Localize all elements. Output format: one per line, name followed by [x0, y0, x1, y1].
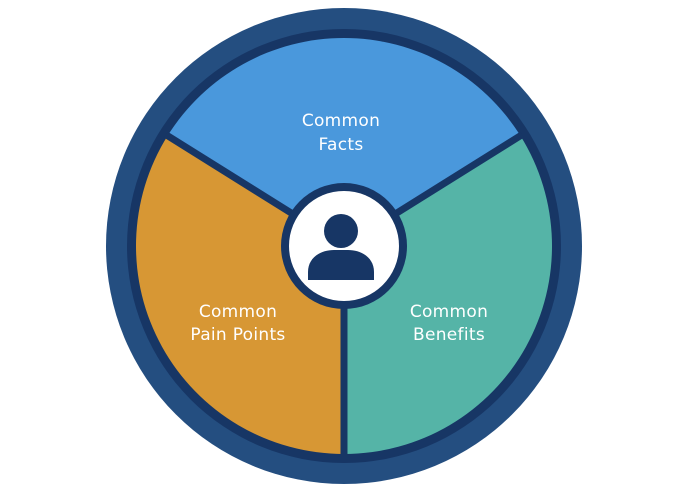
segment-label-benefits-line1: Common — [410, 302, 488, 322]
divider-line — [393, 131, 524, 218]
segment-label-benefits-line2: Benefits — [413, 325, 485, 345]
segment-label-pain-points-line2: Pain Points — [190, 325, 285, 345]
segment-common-facts — [167, 37, 521, 215]
segment-label-pain-points-line1: Common — [199, 302, 277, 322]
segment-label-facts-line2: Facts — [318, 135, 363, 155]
divider-line — [164, 131, 295, 218]
person-icon — [308, 214, 374, 280]
segment-label-facts-line1: Common — [302, 111, 380, 131]
